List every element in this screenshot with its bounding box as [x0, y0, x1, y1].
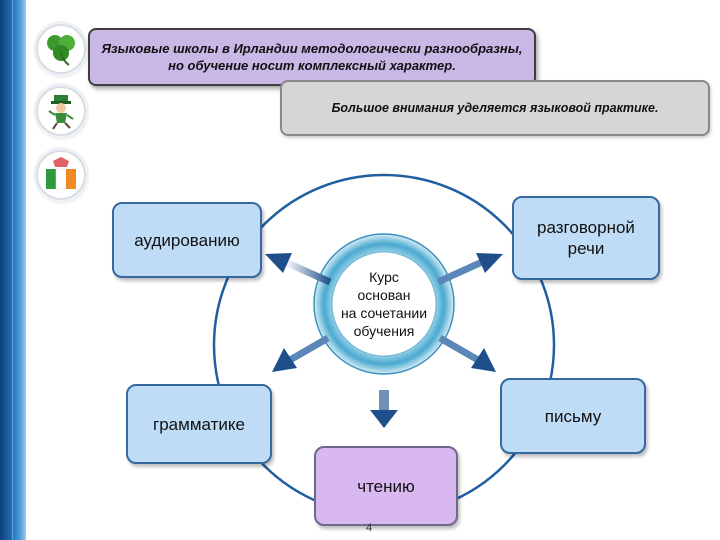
node-speaking-line-2: речи	[567, 239, 605, 258]
center-line-3: на сочетании	[340, 305, 428, 321]
node-grammar-label: грамматике	[153, 414, 245, 434]
title-line-2: но обучение носит комплексный характер.	[168, 58, 456, 73]
node-reading: чтению	[314, 446, 458, 526]
node-writing: письму	[500, 378, 646, 454]
arrow-to-grammar	[272, 334, 330, 372]
sidebar-band	[0, 0, 26, 540]
node-speaking: разговорной речи	[512, 196, 660, 280]
node-listening: аудированию	[112, 202, 262, 278]
node-reading-label: чтению	[357, 476, 415, 496]
arrow-to-listening	[265, 253, 332, 286]
node-writing-label: письму	[544, 406, 602, 426]
page-number: 4	[366, 522, 373, 534]
leprechaun-icon	[36, 86, 86, 136]
center-line-1: Курс	[369, 269, 399, 285]
node-grammar: грамматике	[126, 384, 272, 464]
shamrock-icon	[36, 24, 86, 74]
arrow-to-speaking	[436, 253, 503, 286]
center-line-4: обучения	[353, 323, 415, 339]
irish-flag-icon	[36, 150, 86, 200]
node-speaking-line-1: разговорной	[537, 218, 635, 237]
arrow-to-reading	[370, 390, 398, 428]
center-line-2: основан	[357, 287, 411, 303]
center-hub-text: Курс основан на сочетании обучения	[327, 262, 441, 346]
practice-text: Большое внимания уделяется языковой прак…	[331, 101, 659, 115]
practice-box: Большое внимания уделяется языковой прак…	[280, 80, 710, 136]
title-box: Языковые школы в Ирландии методологическ…	[88, 28, 536, 86]
title-line-1: Языковые школы в Ирландии методологическ…	[101, 41, 523, 56]
node-listening-label: аудированию	[134, 230, 240, 250]
sidebar-line	[12, 0, 13, 540]
arrow-to-writing	[438, 334, 496, 372]
